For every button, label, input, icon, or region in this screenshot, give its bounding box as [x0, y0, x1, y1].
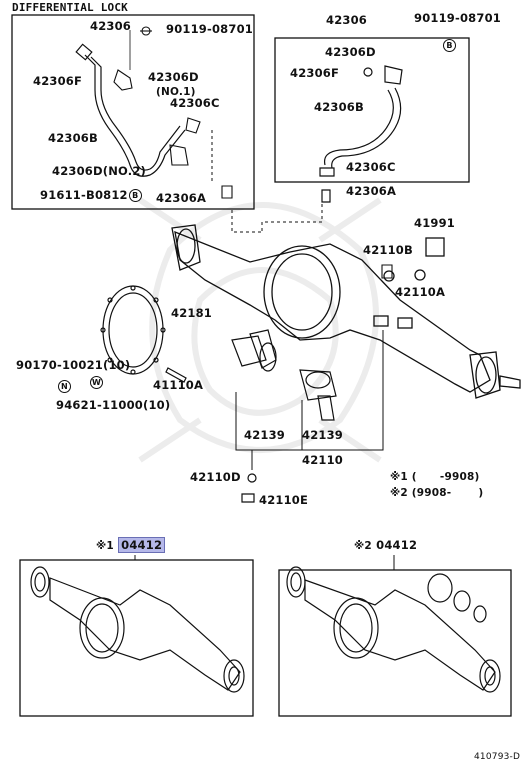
label-41991: 41991 [414, 216, 456, 230]
label-42306D-no2: 42306D(NO.2) [52, 164, 146, 178]
vacuum-hose-left [75, 43, 186, 177]
label-42110B: 42110B [363, 243, 413, 257]
label-ref-n: N [57, 380, 71, 393]
label-42139-b: 42139 [302, 428, 344, 442]
ref-b-icon: B [128, 189, 142, 202]
label-42306A-left: 42306A [156, 191, 207, 205]
label-ref-w: W [89, 376, 103, 389]
vacuum-hose-right [319, 65, 403, 203]
assembly-2-part-number[interactable]: 04412 [376, 538, 418, 552]
label-42306A-right: 42306A [346, 184, 397, 198]
vent-plate-41991 [425, 237, 445, 257]
differential-side-parts [231, 329, 337, 421]
note-1: ※1 ( -9908) [390, 471, 480, 483]
label-90170: 90170-10021(10) [16, 358, 131, 372]
label-42110D: 42110D [190, 470, 241, 484]
label-42306B-right: 42306B [314, 100, 364, 114]
assembly-box-1 [19, 559, 254, 717]
ref-w-icon: W [90, 376, 103, 389]
nut-42110D [247, 473, 257, 483]
label-42139-a: 42139 [244, 428, 286, 442]
bracket-line-42139 [235, 330, 384, 451]
label-41110A: 41110A [153, 378, 204, 392]
label-42306C-right: 42306C [346, 160, 396, 174]
assembly-1-mark: ※1 [96, 540, 114, 552]
diagram-title: DIFFERENTIAL LOCK [12, 1, 128, 14]
nut-42110B [381, 264, 393, 279]
ref-n-icon: N [58, 380, 71, 393]
gasket-42181 [100, 285, 166, 375]
label-ref-b-right: B [442, 39, 456, 52]
label-42306B-left: 42306B [48, 131, 98, 145]
label-42306D-left: 42306D [148, 70, 199, 84]
label-42306D-right: 42306D [325, 45, 376, 59]
label-90119-right: 90119-08701 [414, 11, 501, 25]
bolt-42110E [241, 493, 255, 503]
actuator-left [113, 26, 233, 199]
label-42110E: 42110E [259, 493, 309, 507]
watermark-emblem [138, 197, 382, 463]
differential-lock-box-right [274, 37, 470, 183]
dashed-connector [231, 204, 323, 233]
label-42306C-left: 42306C [170, 96, 220, 110]
differential-lock-box-left [11, 14, 255, 210]
axle-assembly-2 [286, 566, 501, 693]
label-90119-left: 90119-08701 [166, 22, 253, 36]
label-42306-right: 42306 [326, 13, 368, 27]
stud-41110A [165, 367, 187, 383]
assembly-1-label[interactable]: ※1 04412 [96, 537, 166, 553]
assembly-2-mark: ※2 [354, 540, 372, 552]
assembly-1-part-number[interactable]: 04412 [118, 537, 166, 553]
label-42181: 42181 [171, 306, 213, 320]
label-42110A: 42110A [395, 285, 446, 299]
label-42306F-left: 42306F [33, 74, 83, 88]
label-42306-left: 42306 [90, 19, 132, 33]
assembly-2-label[interactable]: ※2 04412 [354, 539, 417, 553]
label-94621: 94621-11000(10) [56, 398, 171, 412]
axle-assembly-1 [30, 566, 245, 693]
axle-housing [171, 224, 521, 399]
assembly-box-2 [278, 569, 512, 717]
label-42110: 42110 [302, 453, 344, 467]
ref-b-icon: B [443, 39, 456, 52]
label-42306D-left-note: (NO.1) [156, 86, 196, 98]
note-2: ※2 (9908- ) [390, 487, 484, 499]
diagram-code: 410793-D [474, 752, 521, 762]
label-42306F-right: 42306F [290, 66, 340, 80]
